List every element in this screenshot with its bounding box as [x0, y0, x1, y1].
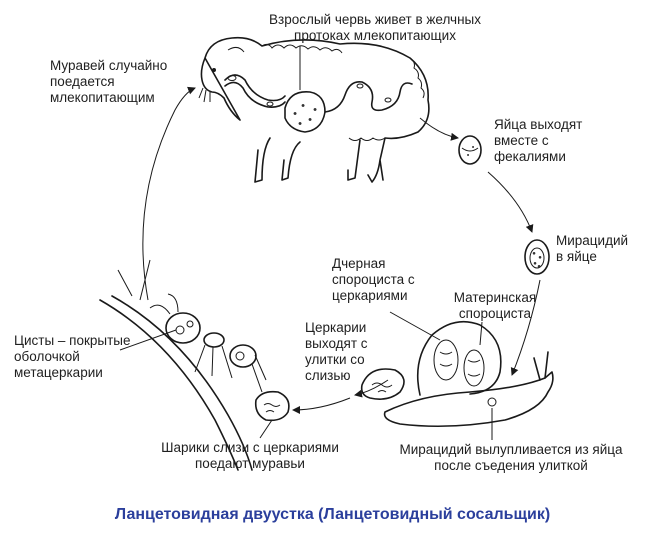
miracidium-egg-illustration: [524, 239, 550, 275]
label-slime-balls: Шарики слизи с церкариями поедают муравь…: [161, 440, 339, 471]
label-eggs-excreted: Яйца выходят вместе с фекалиями: [494, 117, 583, 164]
label-cysts: Цисты – покрытые оболочкой метацеркарии: [14, 333, 131, 380]
arrow-sheep-to-egg: [419, 117, 459, 141]
snail-illustration: [383, 311, 554, 440]
slime-ball-illustration: [360, 368, 405, 400]
label-ant-eaten: Муравей случайно поедается млекопитающим: [50, 58, 168, 105]
ant-on-grass-illustration: [99, 259, 267, 471]
label-mother-sporocyst: Материнская спороциста: [453, 290, 537, 321]
arrow-ant-to-sheep: [142, 86, 196, 301]
label-miracidium-in-egg: Мирацидий в яйце: [556, 233, 629, 264]
sheep-illustration: [198, 36, 430, 183]
arrow-slime-to-ball: [292, 397, 351, 414]
arrow-miracidium-to-snail: [510, 279, 541, 376]
slime-ball-ant-illustration: [254, 390, 290, 439]
label-daughter-sporocyst: Дчерная спороциста с церкариями: [332, 256, 415, 303]
label-adult-worm: Взрослый червь живет в желчных протоках …: [269, 12, 481, 43]
arrow-egg-to-miracidium: [487, 171, 534, 233]
label-cercariae-exit: Церкарии выходят с улитки со слизью: [305, 320, 368, 383]
arrow-snail-to-slime: [354, 379, 389, 398]
diagram-title: Ланцетовидная двуустка (Ланцетовидный со…: [114, 506, 551, 523]
label-miracidium-hatch: Мирацидий вылупливается из яйца после съ…: [399, 442, 623, 473]
egg-illustration: [458, 135, 482, 165]
